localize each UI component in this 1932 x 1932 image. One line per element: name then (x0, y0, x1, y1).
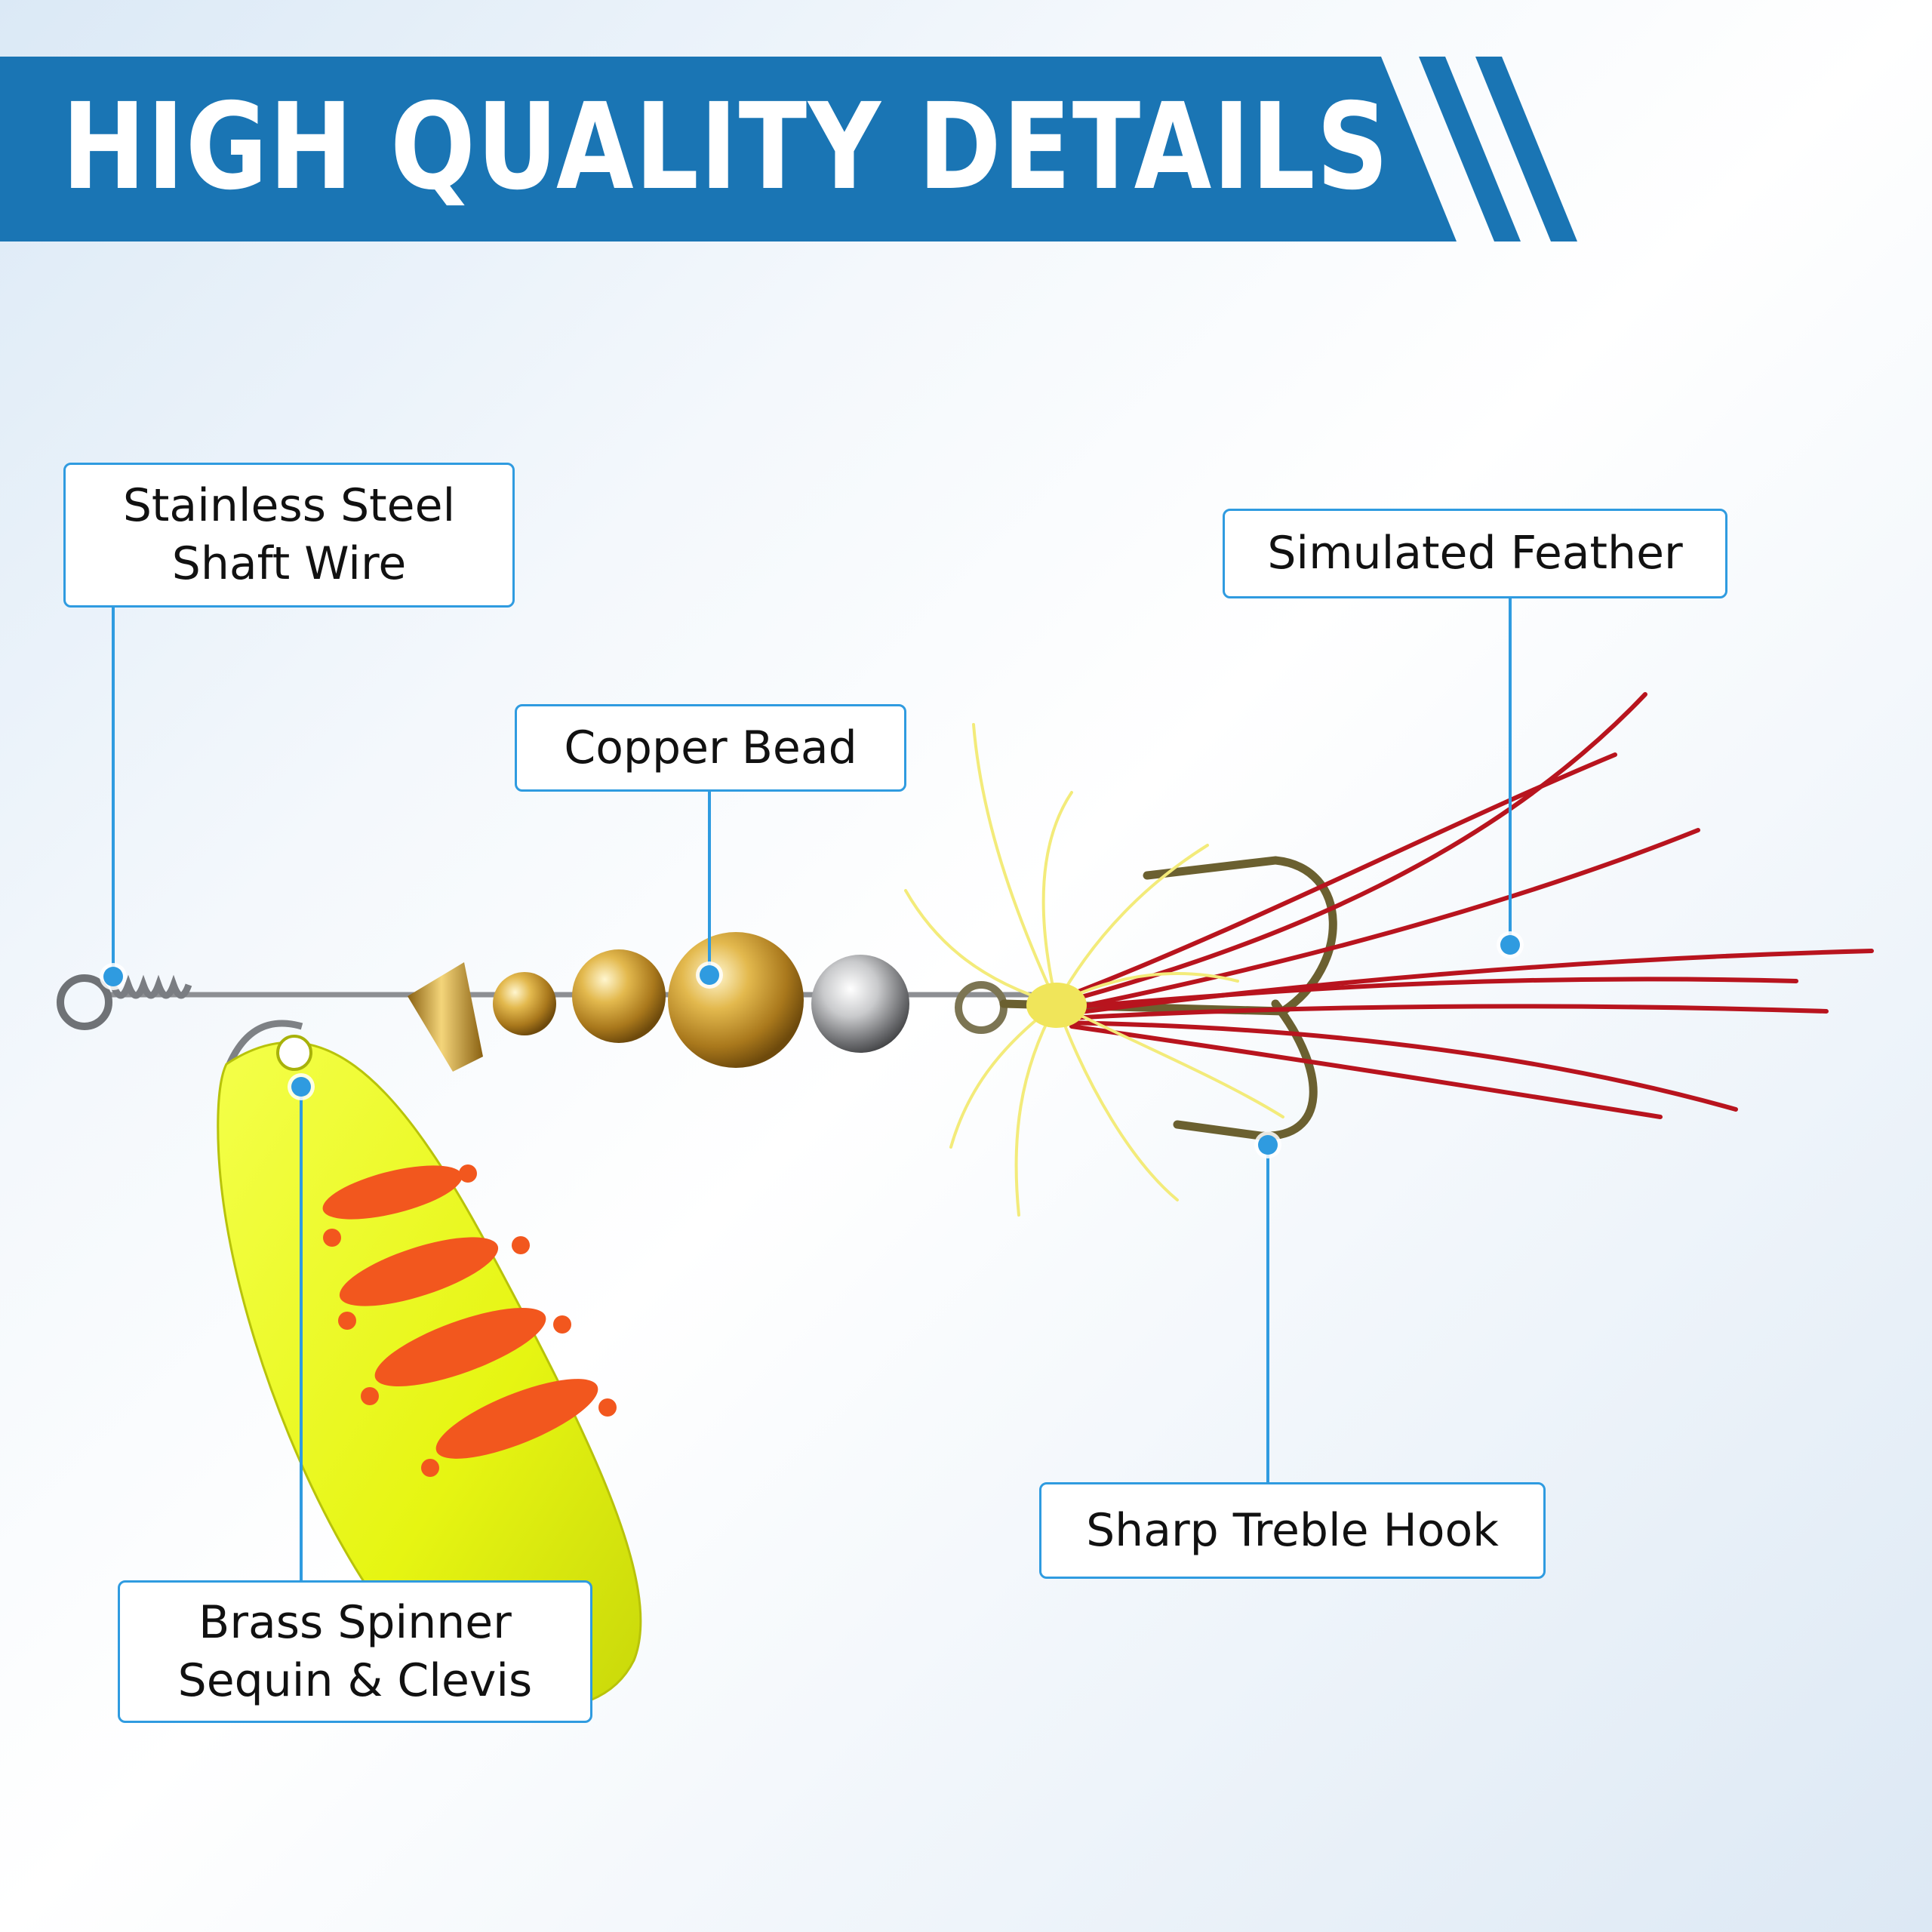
yellow-feather (904, 723, 1284, 1217)
copper-bead-1 (572, 949, 666, 1043)
banner-shape (0, 57, 1577, 242)
eye-loop (57, 974, 112, 1030)
callout-shaft-wire: Stainless Steel Shaft Wire (63, 463, 515, 608)
marker-treble-hook (1258, 1135, 1278, 1155)
marker-spinner-sequin (291, 1077, 311, 1097)
wire-coil (109, 974, 192, 999)
callout-feather: Simulated Feather (1223, 509, 1727, 598)
callout-spinner-sequin: Brass Spinner Sequin & Clevis (118, 1580, 592, 1723)
feather-wrap (1026, 983, 1087, 1028)
marker-shaft-wire (103, 967, 123, 986)
callout-copper-bead: Copper Bead (515, 704, 906, 792)
silver-bead (811, 955, 909, 1053)
leader-treble-hook (1266, 1145, 1269, 1483)
red-feather (1054, 692, 1874, 1119)
leader-copper-bead (708, 790, 711, 975)
page-title: HIGH QUALITY DETAILS (62, 78, 1390, 217)
leader-feather (1509, 597, 1512, 945)
copper-bead-2 (668, 932, 804, 1068)
leader-shaft-wire (112, 605, 115, 977)
hook-eye (955, 981, 1008, 1034)
brass-cone (408, 962, 483, 1072)
header-banner: HIGH QUALITY DETAILS (0, 0, 1932, 257)
leader-spinner-sequin (300, 1087, 303, 1583)
marker-feather (1500, 935, 1520, 955)
marker-copper-bead (700, 965, 719, 985)
callout-treble-hook: Sharp Treble Hook (1039, 1482, 1546, 1579)
clevis (223, 1020, 303, 1073)
small-bead (493, 972, 556, 1035)
